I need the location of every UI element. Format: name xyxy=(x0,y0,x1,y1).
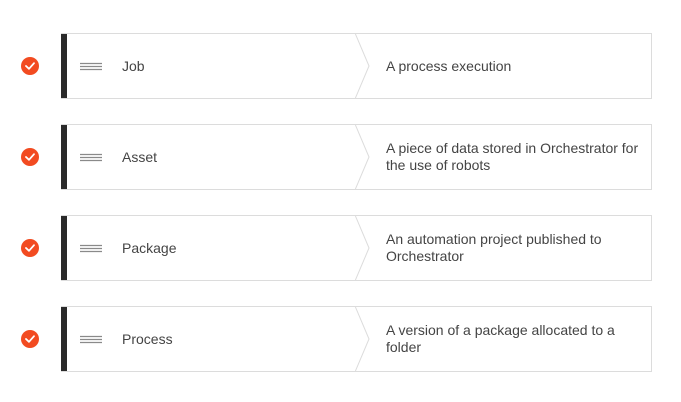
list-item: Package An automation project published … xyxy=(0,215,681,281)
term-card[interactable]: Job A process execution xyxy=(61,33,652,99)
list-item: Asset A piece of data stored in Orchestr… xyxy=(0,124,681,190)
term-label: Package xyxy=(122,240,177,256)
chevron-divider xyxy=(355,215,370,281)
card-accent-bar xyxy=(61,125,67,189)
chevron-divider xyxy=(355,124,370,190)
drag-handle-icon[interactable] xyxy=(80,244,102,254)
drag-handle-icon[interactable] xyxy=(80,335,102,345)
check-circle-icon xyxy=(21,239,39,257)
drag-handle-icon[interactable] xyxy=(80,153,102,163)
definition-text: A version of a package allocated to a fo… xyxy=(386,322,615,355)
check-circle-icon xyxy=(21,57,39,75)
drag-handle-icon[interactable] xyxy=(80,62,102,72)
card-accent-bar xyxy=(61,34,67,98)
list-item: Job A process execution xyxy=(0,33,681,99)
definition-text: A piece of data stored in Orchestrator f… xyxy=(386,140,639,173)
term-card[interactable]: Process A version of a package allocated… xyxy=(61,306,652,372)
definition-text: An automation project published to Orche… xyxy=(386,231,602,264)
chevron-divider xyxy=(355,33,370,99)
check-circle-icon xyxy=(21,148,39,166)
term-label: Process xyxy=(122,331,173,347)
card-accent-bar xyxy=(61,216,67,280)
check-circle-icon xyxy=(21,330,39,348)
term-card[interactable]: Package An automation project published … xyxy=(61,215,652,281)
term-label: Asset xyxy=(122,149,158,165)
term-card[interactable]: Asset A piece of data stored in Orchestr… xyxy=(61,124,652,190)
card-accent-bar xyxy=(61,307,67,371)
chevron-divider xyxy=(355,306,370,372)
term-label: Job xyxy=(122,58,145,74)
definition-text: A process execution xyxy=(386,57,512,74)
list-item: Process A version of a package allocated… xyxy=(0,306,681,372)
